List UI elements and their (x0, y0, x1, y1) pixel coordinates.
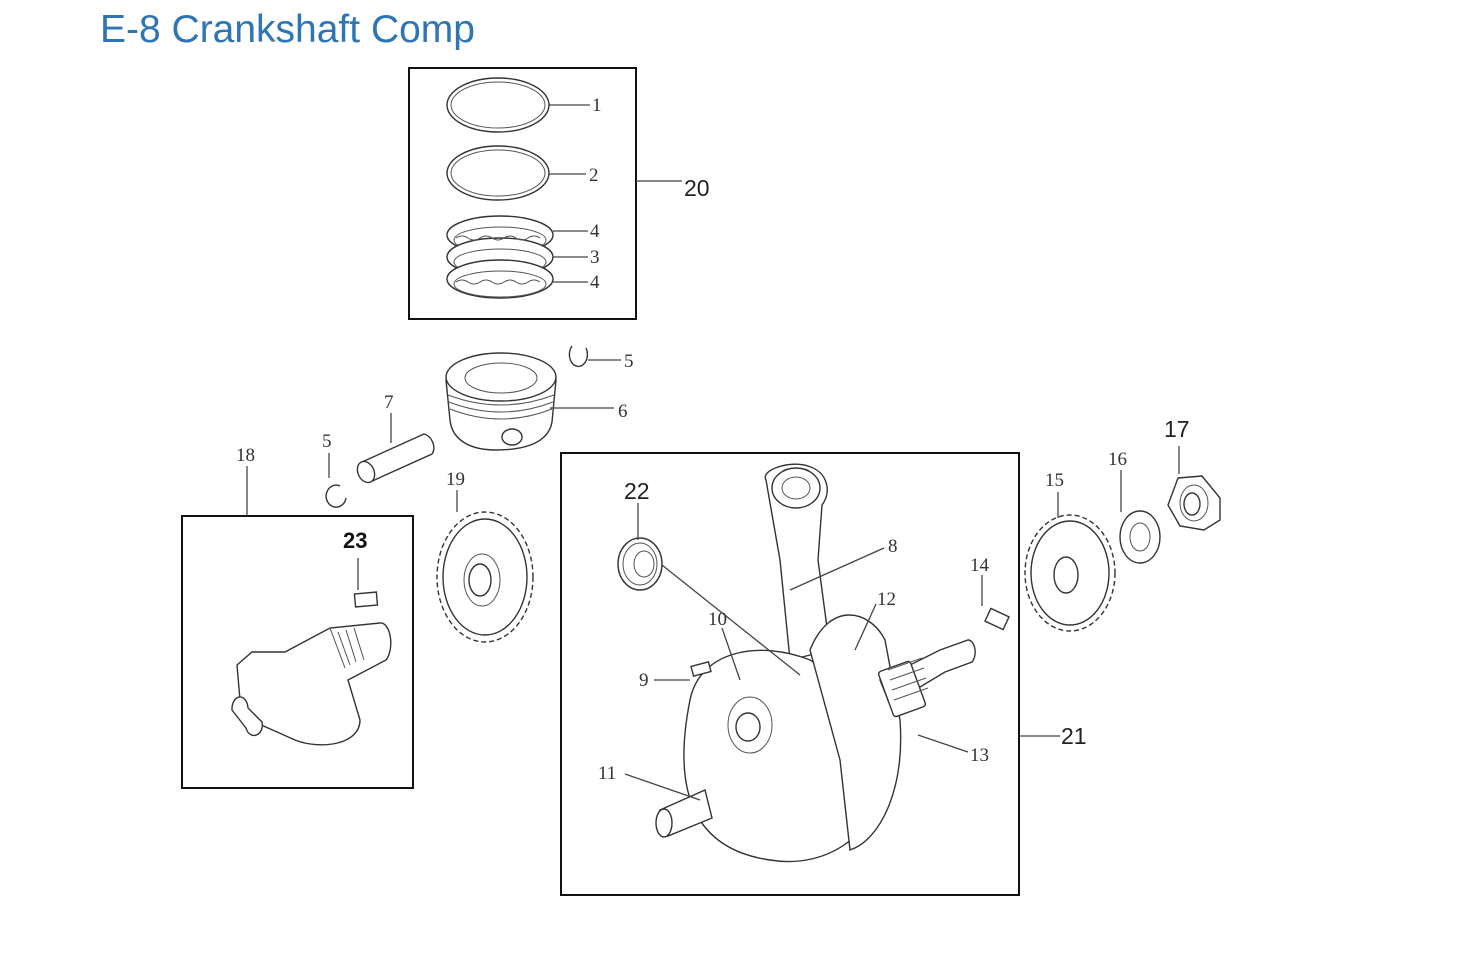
needle-bearing-22 (617, 537, 663, 591)
oil-ring-set (446, 215, 554, 299)
page-title: E-8 Crankshaft Comp (100, 8, 475, 51)
key-9 (690, 660, 712, 678)
piston-pin (356, 433, 435, 484)
callout-23: 23 (343, 528, 367, 553)
callout-3: 3 (590, 247, 600, 268)
callout-4-top: 4 (590, 221, 600, 242)
woodruff-key-23 (353, 591, 379, 608)
circlip-left (325, 484, 347, 508)
circlip-top (568, 345, 589, 368)
balancer-shaft (231, 622, 392, 746)
callout-5-top: 5 (624, 351, 634, 372)
callout-1: 1 (592, 95, 602, 116)
key-14 (984, 607, 1010, 631)
callout-12: 12 (877, 589, 896, 610)
callout-14: 14 (970, 555, 990, 576)
crankshaft (655, 463, 976, 863)
callout-8: 8 (888, 536, 898, 557)
primary-gear-15 (1024, 514, 1116, 632)
callout-22: 22 (624, 478, 650, 504)
callout-4-bottom: 4 (590, 272, 600, 293)
callout-9: 9 (639, 670, 649, 691)
piston-ring-set-box (408, 67, 637, 320)
piston-ring-1 (446, 77, 550, 133)
callout-15: 15 (1045, 470, 1064, 491)
drive-gear-19 (436, 511, 534, 643)
callout-18: 18 (236, 445, 255, 466)
crankshaft-assembly-box (560, 452, 1020, 896)
lock-nut-17 (1167, 475, 1221, 531)
callout-2: 2 (589, 165, 599, 186)
callout-7: 7 (384, 392, 394, 413)
callout-6: 6 (618, 401, 628, 422)
callout-17: 17 (1164, 416, 1190, 442)
callout-19: 19 (446, 469, 465, 490)
piston (445, 352, 557, 451)
callout-21: 21 (1061, 723, 1087, 749)
piston-ring-2 (446, 145, 550, 201)
callout-5-left: 5 (322, 431, 332, 452)
callout-11: 11 (598, 763, 616, 784)
callout-20: 20 (684, 175, 710, 201)
callout-16: 16 (1108, 449, 1127, 470)
washer-16 (1119, 510, 1161, 564)
callout-13: 13 (970, 745, 989, 766)
callout-10: 10 (708, 609, 727, 630)
balancer-shaft-box (181, 515, 414, 789)
